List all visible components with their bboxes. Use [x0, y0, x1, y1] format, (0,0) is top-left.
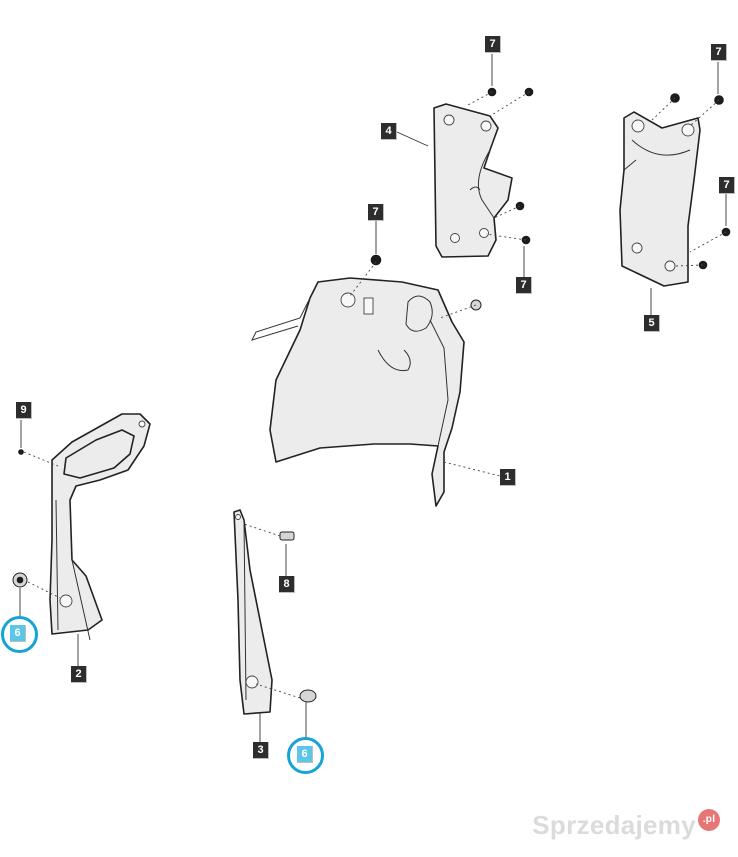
- callout-8: 8: [279, 576, 295, 593]
- callout-5: 5: [644, 315, 660, 332]
- callout-7: 7: [516, 277, 532, 294]
- callout-7: 7: [485, 36, 501, 53]
- callout-9: 9: [16, 402, 32, 419]
- watermark-text: Sprzedajemy: [532, 810, 696, 840]
- callout-7: 7: [711, 44, 727, 61]
- watermark-badge: .pl: [698, 809, 720, 831]
- part-4-upper-bracket: [433, 103, 513, 258]
- highlight-ring: [1, 616, 38, 653]
- callout-7: 7: [368, 204, 384, 221]
- callout-6-highlighted: 6: [297, 746, 313, 763]
- callout-6-highlighted: 6: [10, 625, 26, 642]
- part-1-main-lining: [251, 277, 465, 507]
- watermark-logo: Sprzedajemy.pl: [532, 809, 720, 841]
- callout-2: 2: [71, 666, 87, 683]
- part-2-left-pillar-trim: [49, 413, 151, 641]
- leader-lines: [19, 54, 727, 742]
- part-3-narrow-pillar-trim: [233, 509, 273, 715]
- fasteners: [12, 87, 731, 703]
- fastening-lines: [23, 91, 727, 699]
- highlight-ring: [287, 737, 324, 774]
- callout-1: 1: [500, 469, 516, 486]
- callout-4: 4: [381, 123, 397, 140]
- part-5-right-panel: [619, 111, 701, 287]
- callout-7: 7: [719, 177, 735, 194]
- callout-3: 3: [253, 742, 269, 759]
